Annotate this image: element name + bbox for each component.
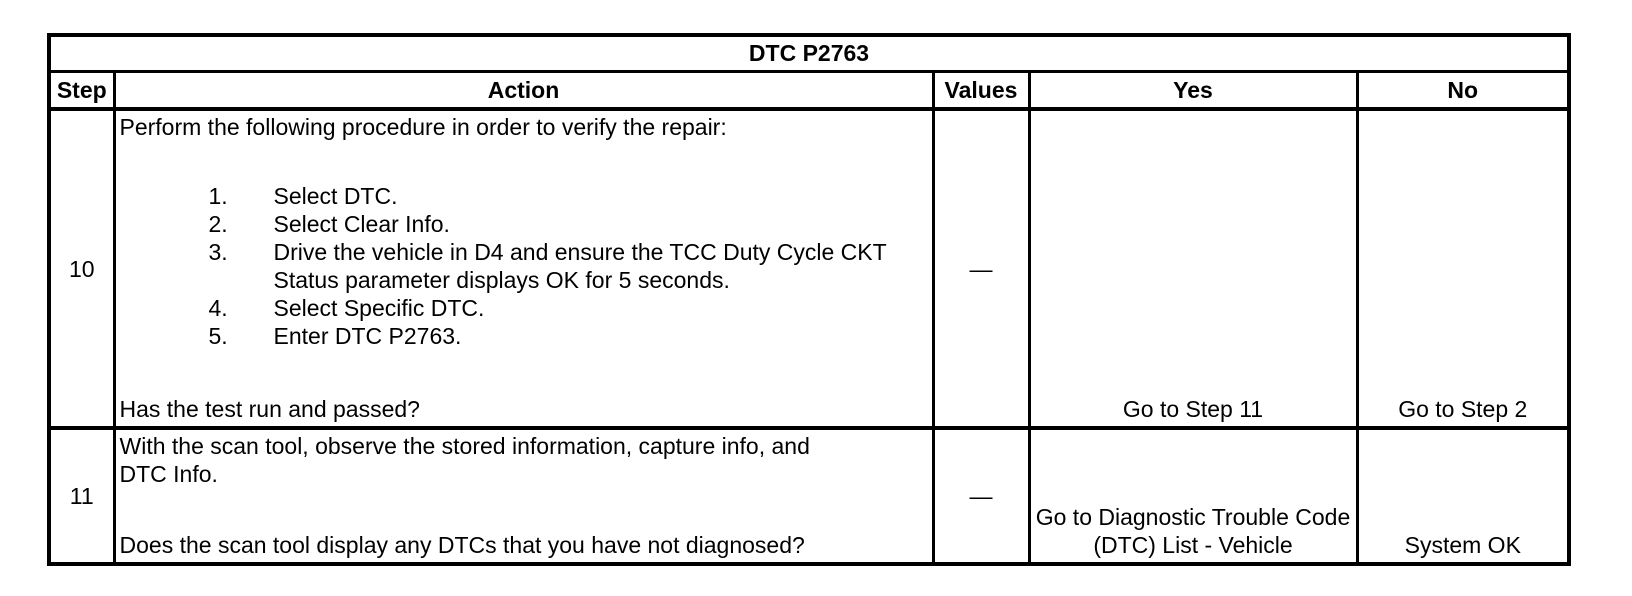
step-number: 11	[47, 426, 116, 566]
action-intro: Perform the following procedure in order…	[119, 114, 727, 140]
table-title: DTC P2763	[47, 33, 1571, 73]
yes-cell: Go to Step 11	[1027, 107, 1359, 430]
table-row-step-11: 11 With the scan tool, observe the store…	[47, 426, 1571, 566]
column-header-values: Values	[931, 69, 1031, 111]
values-cell: —	[931, 107, 1031, 430]
table-title-row: DTC P2763	[47, 33, 1571, 73]
list-item-number: 3.	[208, 239, 228, 265]
list-item-number: 1.	[208, 183, 228, 209]
column-header-action: Action	[112, 69, 935, 111]
list-item-number: 2.	[208, 211, 228, 237]
action-question: Does the scan tool display any DTCs that…	[119, 532, 805, 558]
column-header-yes: Yes	[1027, 69, 1359, 111]
list-item-number: 5.	[208, 323, 228, 349]
table-header-row: Step Action Values Yes No	[47, 69, 1571, 111]
list-item-text: Enter DTC P2763.	[273, 323, 462, 349]
table-row-step-10: 10 Perform the following procedure in or…	[47, 107, 1571, 430]
no-cell: Go to Step 2	[1355, 107, 1571, 430]
list-item-text: Select DTC.	[273, 183, 398, 209]
list-item: 4. Select Specific DTC.	[120, 294, 926, 322]
action-numbered-list: 1. Select DTC. 2. Select Clear Info. 3. …	[120, 182, 926, 350]
action-question: Has the test run and passed?	[119, 396, 420, 422]
column-header-step: Step	[47, 69, 116, 111]
list-item-text: Drive the vehicle in D4 and ensure the T…	[273, 239, 887, 293]
list-item-text: Select Clear Info.	[273, 211, 450, 237]
action-cell: With the scan tool, observe the stored i…	[112, 426, 935, 566]
list-item: 3. Drive the vehicle in D4 and ensure th…	[120, 238, 926, 294]
action-cell: Perform the following procedure in order…	[112, 107, 935, 430]
action-content: With the scan tool, observe the stored i…	[117, 432, 930, 561]
values-cell: —	[931, 426, 1031, 566]
column-header-no: No	[1355, 69, 1571, 111]
dtc-diagnostic-table: DTC P2763 Step Action Values Yes No 10 P…	[47, 33, 1572, 566]
list-item-number: 4.	[208, 295, 228, 321]
step-number: 10	[47, 107, 116, 430]
action-content: Perform the following procedure in order…	[117, 113, 930, 425]
action-intro: With the scan tool, observe the stored i…	[119, 433, 810, 487]
no-cell: System OK	[1355, 426, 1571, 566]
yes-cell: Go to Diagnostic Trouble Code (DTC) List…	[1027, 426, 1359, 566]
list-item: 5. Enter DTC P2763.	[120, 322, 926, 350]
list-item: 2. Select Clear Info.	[120, 210, 926, 238]
list-item: 1. Select DTC.	[120, 182, 926, 210]
list-item-text: Select Specific DTC.	[273, 295, 485, 321]
